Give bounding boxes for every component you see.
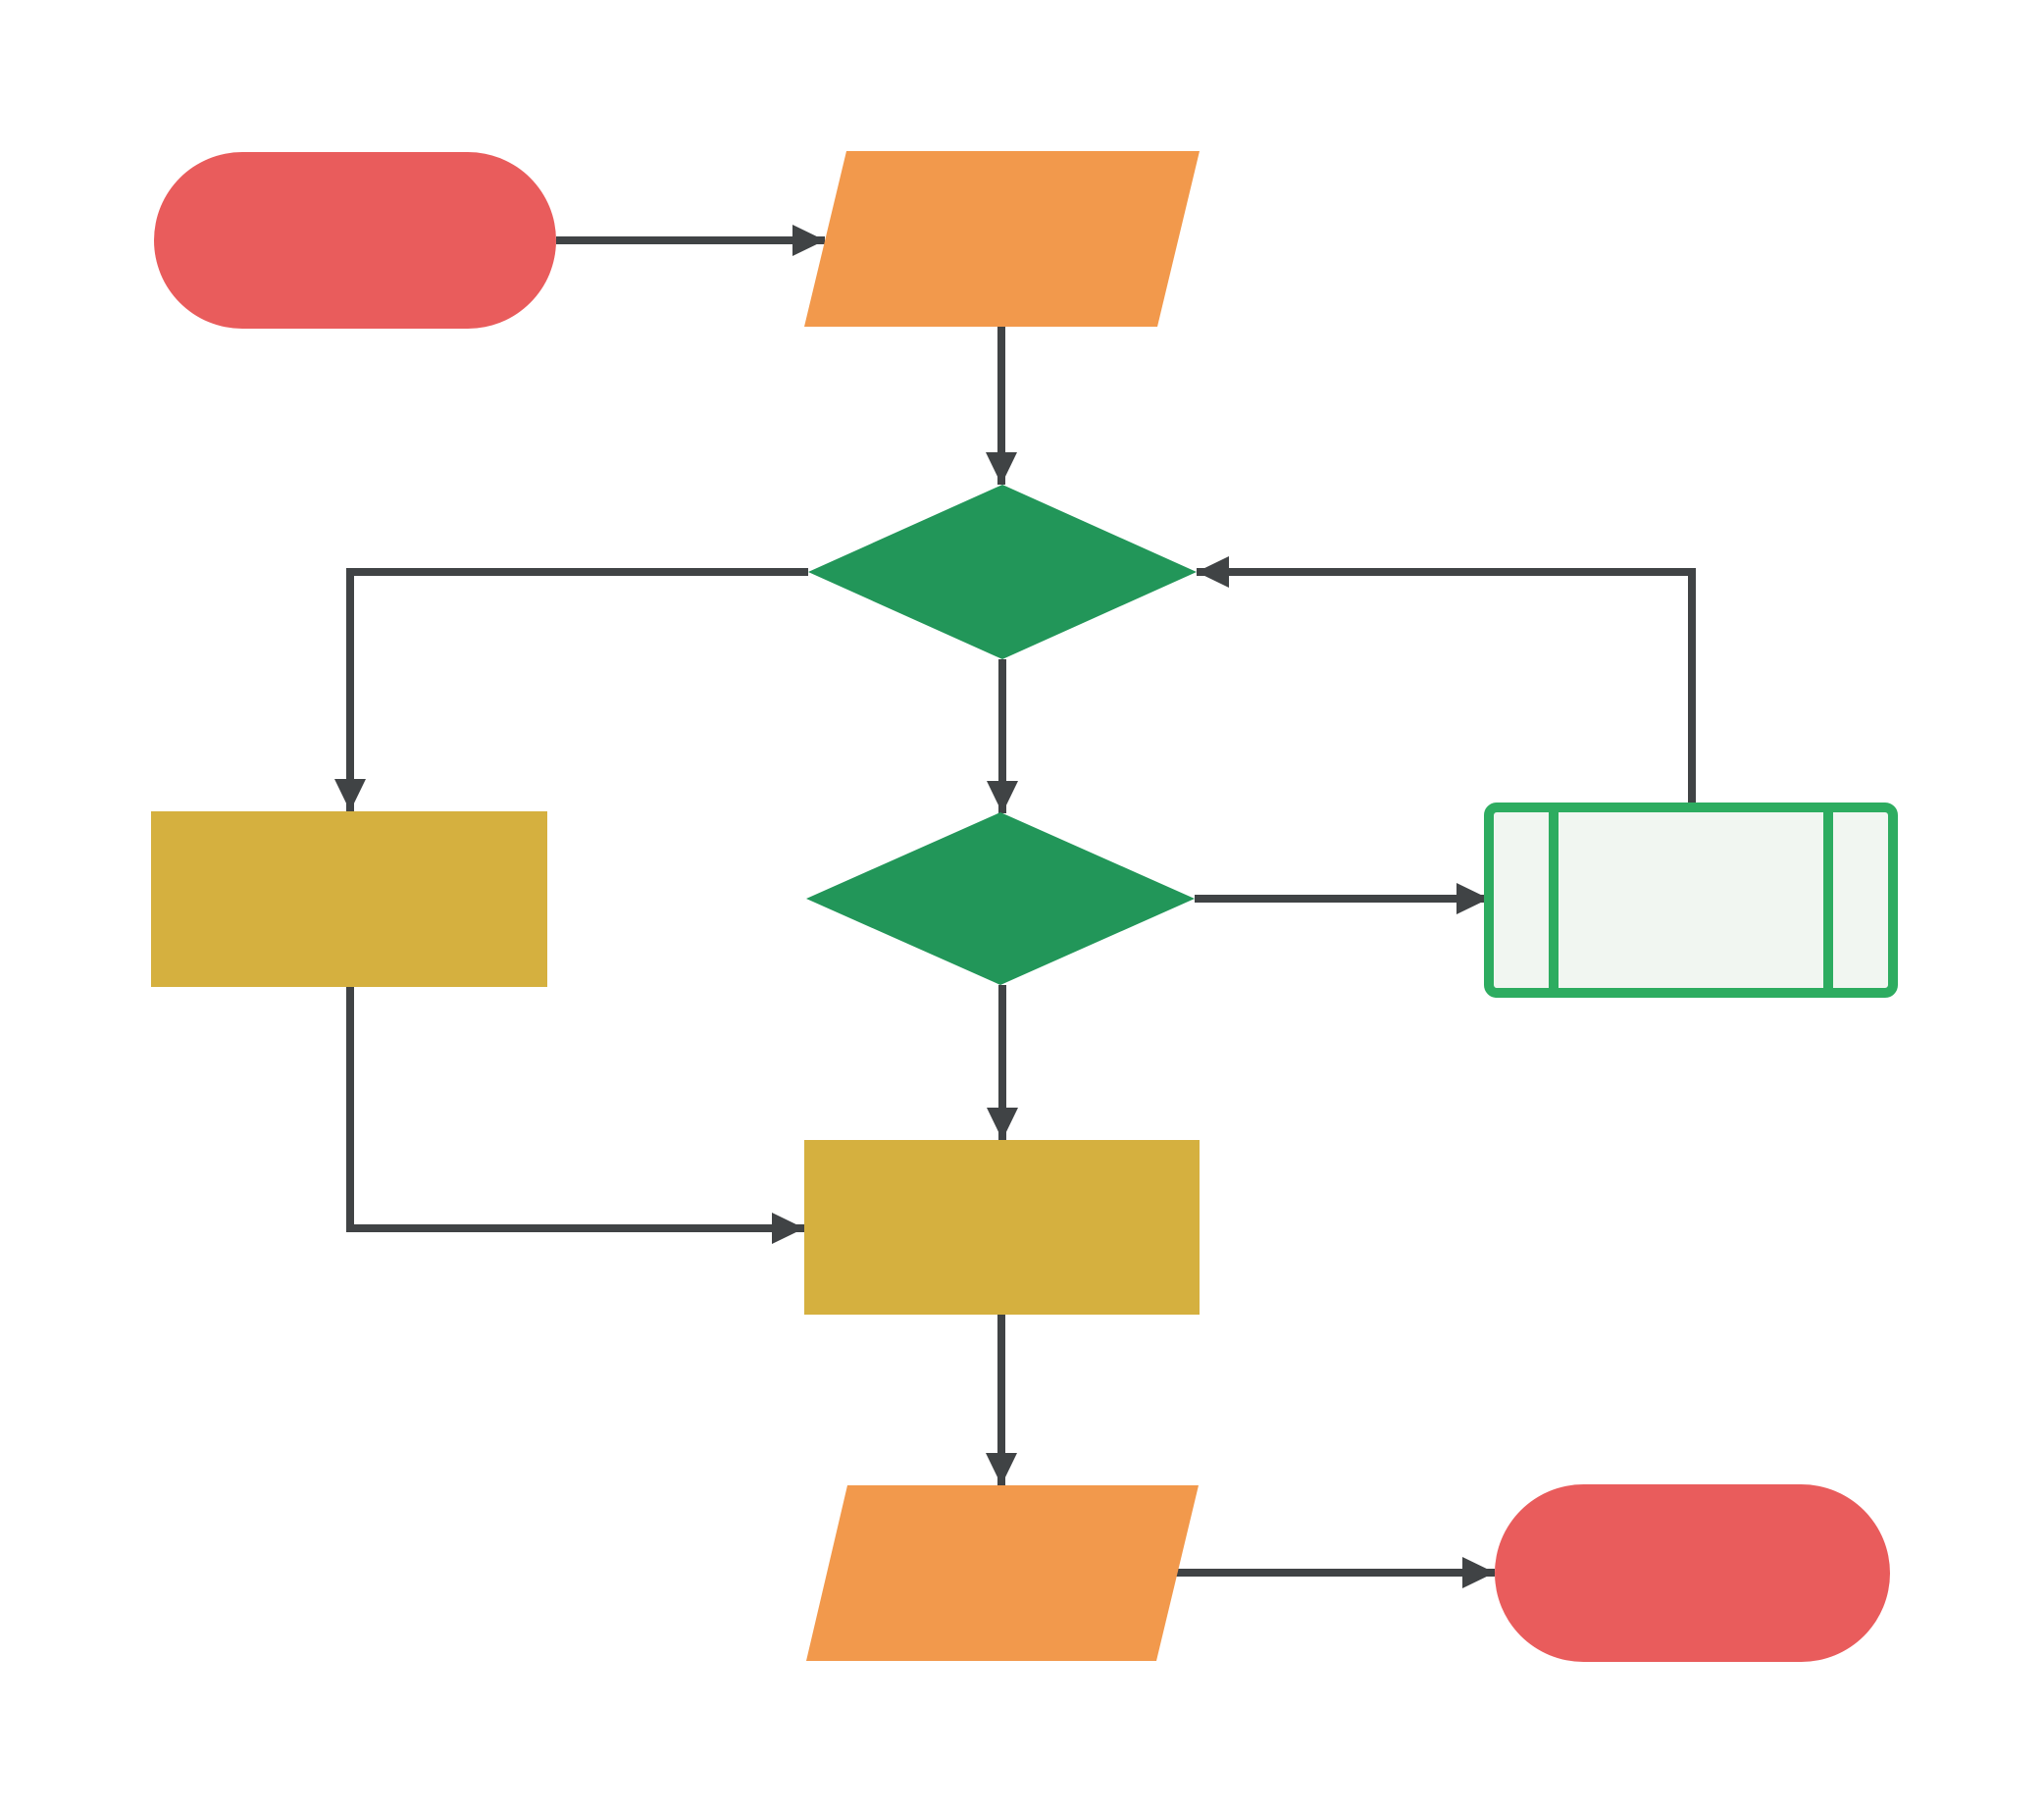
connector-process-left-to-process-center xyxy=(346,987,804,1244)
connector-decision-1-to-process-left xyxy=(334,568,808,811)
decision-diamond-1 xyxy=(808,485,1197,659)
process-rect-center xyxy=(804,1140,1200,1315)
input-output-parallelogram-bottom xyxy=(806,1485,1199,1661)
connector-subroutine-loop-back-to-decision-1 xyxy=(1197,556,1696,807)
end-terminator-node xyxy=(1495,1484,1890,1662)
predefined-process-subroutine-box xyxy=(1484,803,1898,998)
input-output-parallelogram-top xyxy=(804,151,1200,327)
decision-diamond-2 xyxy=(806,812,1195,985)
process-rect-left xyxy=(151,811,547,987)
start-terminator-node xyxy=(154,152,556,329)
